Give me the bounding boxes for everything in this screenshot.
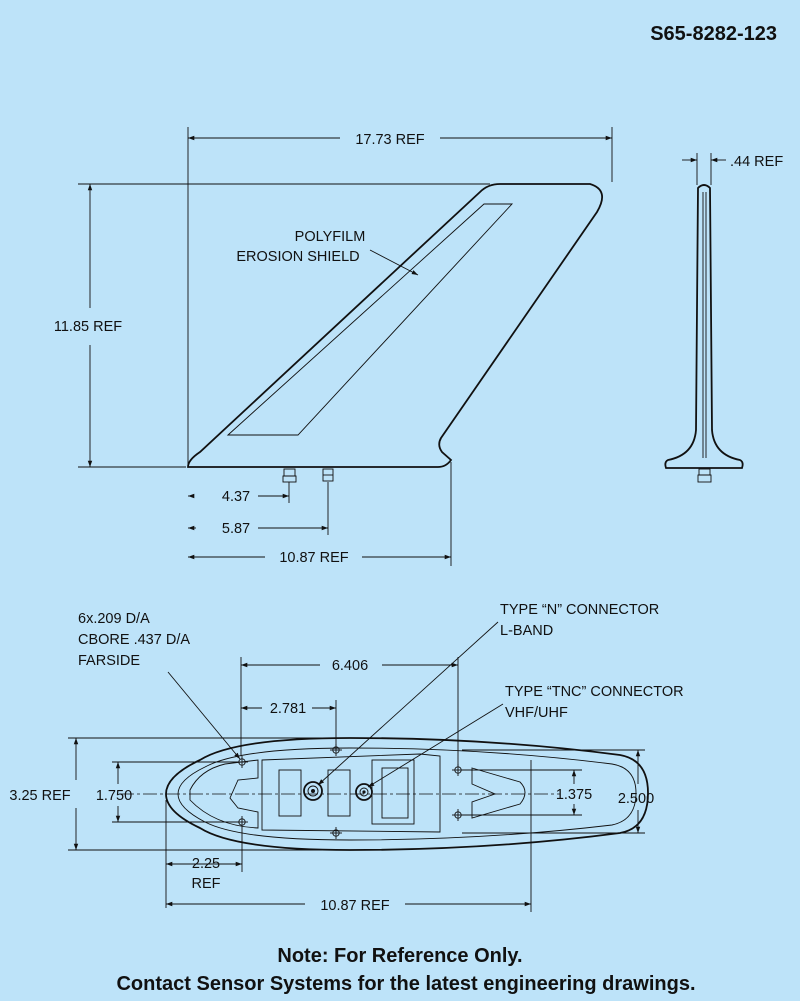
n-connector-recess-left (278, 769, 302, 817)
edge-profile (664, 184, 744, 469)
tnc-connector-label-line1: TYPE “TNC” CONNECTOR (505, 684, 684, 700)
hole-callout-leader (167, 671, 241, 760)
dim-1-750: 1.750 (96, 788, 132, 804)
bottom-view: 6x.209 D/A CBORE .437 D/A FARSIDE TYPE “… (9, 602, 683, 914)
dim-bottom-base-ref: 10.87 REF (320, 898, 389, 914)
side-view: 17.73 REF 11.85 REF POLYFILM EROSION SHI… (54, 127, 613, 566)
hole-callout-line2: CBORE .437 D/A (78, 632, 190, 648)
n-connector-nut (282, 475, 297, 483)
drawing-number: S65-8282-123 (650, 23, 777, 45)
tnc-connector-leader (367, 703, 504, 788)
n-connector-recess-right (327, 769, 351, 817)
hole-callout-line3: FARSIDE (78, 653, 140, 669)
note-line1: Note: For Reference Only. (277, 945, 522, 967)
shield-leader (369, 249, 419, 276)
shield-label-line2: EROSION SHIELD (236, 249, 359, 265)
edge-thickness-label: .44 REF (730, 154, 783, 170)
width-ref-label: 17.73 REF (355, 132, 424, 148)
n-connector-stub (283, 468, 296, 477)
edge-view: .44 REF (664, 153, 783, 483)
base-inner-outline (177, 747, 637, 841)
tnc-connector-recess-inner (381, 767, 409, 819)
height-ref-label: 11.85 REF (54, 319, 122, 335)
dim-4-37: 4.37 (222, 489, 250, 505)
shield-label-line1: POLYFILM (295, 229, 366, 245)
dim-5-87: 5.87 (222, 521, 250, 537)
note-line2: Contact Sensor Systems for the latest en… (116, 973, 695, 995)
dim-2-25-line1: 2.25 (192, 856, 220, 872)
dim-1-375: 1.375 (556, 787, 592, 803)
dim-side-base-ref: 10.87 REF (279, 550, 348, 566)
n-connector-label-line1: TYPE “N” CONNECTOR (500, 602, 659, 618)
tnc-connector-label-line2: VHF/UHF (505, 705, 568, 721)
n-connector-leader (317, 621, 499, 786)
n-connector-label-line2: L-BAND (500, 623, 553, 639)
tnc-connector-body (355, 783, 373, 801)
dim-2-500: 2.500 (618, 791, 654, 807)
dim-3-25-ref: 3.25 REF (9, 788, 70, 804)
dim-2-781: 2.781 (270, 701, 306, 717)
hole-callout-line1: 6x.209 D/A (78, 611, 150, 627)
dim-2-25-line2: REF (192, 876, 221, 892)
fin-outline (187, 183, 604, 468)
n-connector-body (303, 781, 323, 801)
dim-6-406: 6.406 (332, 658, 368, 674)
erosion-shield-outline (226, 203, 514, 436)
